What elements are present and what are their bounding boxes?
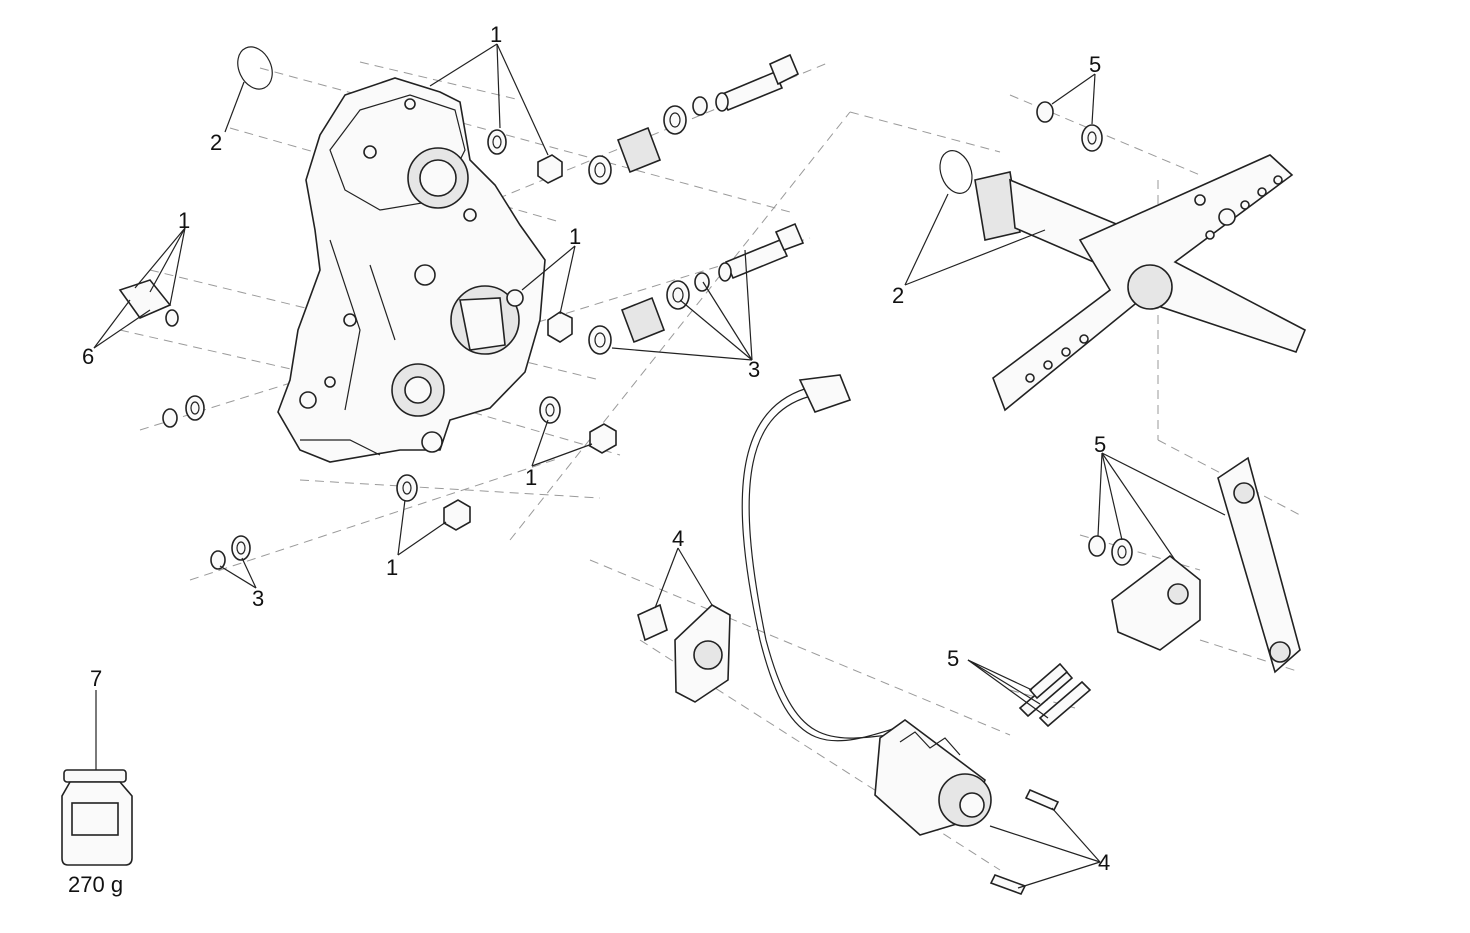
callout-1-bottom: 1 [386, 555, 398, 580]
shift-shaft-lever [974, 154, 1307, 412]
callout-7: 7 [90, 666, 102, 691]
hardware-parts [118, 46, 1133, 895]
callout-2-top: 2 [210, 130, 222, 155]
callout-5-bolts: 5 [947, 646, 959, 671]
callout-1-top: 1 [490, 22, 502, 47]
gearbox-housing [277, 77, 546, 463]
callout-6: 6 [82, 344, 94, 369]
callout-1-middle: 1 [569, 224, 581, 249]
callout-4-motor: 4 [1098, 850, 1110, 875]
callout-5-top: 5 [1089, 52, 1101, 77]
callout-1-lower-middle: 1 [525, 465, 537, 490]
assembly-axis-lines [119, 61, 1301, 871]
link-rod [1111, 456, 1301, 674]
callout-3-springs: 3 [748, 357, 760, 382]
leader-lines [93, 43, 1226, 889]
grease-pot-icon [61, 769, 133, 866]
callout-5-middle: 5 [1094, 432, 1106, 457]
callout-2-right: 2 [892, 283, 904, 308]
callout-labels: 1 2 1 6 1 3 1 1 3 5 2 5 4 5 4 7 270 g [68, 22, 1110, 897]
callout-3-bottom: 3 [252, 586, 264, 611]
grease-weight-label: 270 g [68, 872, 123, 897]
callout-4-plate: 4 [672, 526, 684, 551]
shift-motor [741, 374, 992, 836]
cover-plate [637, 603, 731, 703]
callout-1-left: 1 [178, 208, 190, 233]
